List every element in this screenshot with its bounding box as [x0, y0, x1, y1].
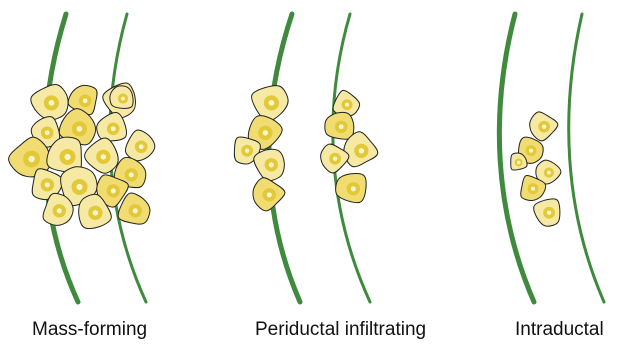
cell-nucleolus	[263, 130, 268, 135]
cell-nucleolus	[121, 97, 125, 101]
cell-nucleolus	[111, 188, 116, 193]
cell-nucleolus	[129, 172, 134, 177]
cell-nucleolus	[45, 130, 50, 135]
cell-nucleolus	[77, 126, 83, 132]
mass-forming-panel	[9, 14, 155, 302]
tumor-cell	[333, 90, 360, 116]
cell-nucleolus	[269, 100, 275, 106]
cell-nucleolus	[76, 184, 82, 190]
cell-nucleolus	[83, 98, 88, 103]
cell-nucleolus	[359, 148, 364, 153]
cell-nucleolus	[49, 100, 55, 106]
cell-nucleolus	[345, 103, 349, 107]
cell-nucleolus	[531, 187, 535, 191]
duct-wall-right	[569, 14, 604, 302]
cell-nucleolus	[547, 210, 551, 214]
cell-nucleolus	[542, 124, 546, 128]
tumor-cell	[336, 173, 366, 202]
caption-mass-forming: Mass-forming	[32, 319, 147, 341]
cell-nucleolus	[111, 126, 116, 131]
cell-nucleolus	[339, 124, 344, 129]
cell-nucleolus	[333, 156, 337, 160]
cell-nucleolus	[245, 148, 249, 152]
cell-nucleolus	[351, 186, 356, 191]
cell-nucleolus	[517, 161, 521, 165]
cell-nucleolus	[57, 208, 62, 213]
tumor-cell	[110, 86, 133, 109]
caption-periductal-infiltrating: Periductal infiltrating	[255, 319, 426, 341]
cell-nucleolus	[101, 154, 106, 159]
cell-nucleolus	[269, 162, 274, 167]
caption-intraductal: Intraductal	[515, 319, 604, 341]
cell-nucleolus	[547, 171, 551, 175]
tumor-cell-cluster	[9, 83, 155, 229]
tumor-cell	[253, 178, 285, 211]
tumor-cell	[125, 130, 154, 161]
cell-nucleolus	[139, 144, 144, 149]
cell-nucleolus	[529, 149, 533, 153]
cell-nucleolus	[267, 192, 272, 197]
cell-nucleolus	[133, 208, 138, 213]
tumor-cell-cluster	[511, 112, 561, 226]
periductal-infiltrating-panel	[234, 14, 377, 302]
intraductal-panel	[499, 14, 604, 302]
tumor-cell	[534, 199, 560, 226]
tumor-cell-cluster-right	[321, 90, 378, 202]
tumor-cell	[97, 113, 127, 141]
tumor-cell	[530, 112, 558, 141]
tumor-cell-cluster-left	[234, 86, 288, 211]
tumor-cell	[254, 149, 285, 180]
tumor-cell	[325, 112, 354, 139]
tumor-cell	[118, 193, 150, 224]
tumor-cell	[31, 84, 68, 119]
cell-nucleolus	[45, 182, 50, 187]
cell-nucleolus	[28, 156, 34, 162]
cell-nucleolus	[64, 154, 70, 160]
cell-nucleolus	[93, 210, 98, 215]
